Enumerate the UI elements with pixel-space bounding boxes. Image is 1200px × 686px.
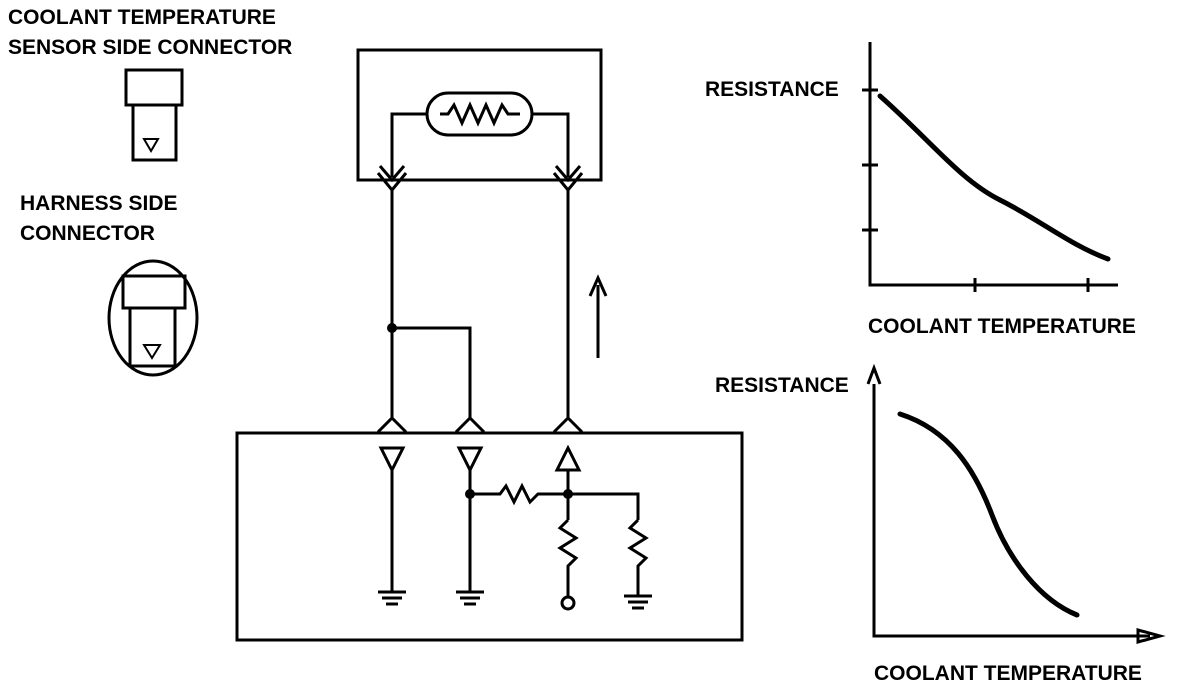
graph-1: RESISTANCE COOLANT TEMPERATURE — [705, 42, 1136, 338]
current-flow-arrow-icon — [588, 274, 608, 358]
graph-2: RESISTANCE COOLANT TEMPERATURE — [715, 363, 1166, 685]
wiring — [387, 190, 570, 420]
sensor-connector-label-line1: COOLANT TEMPERATURE — [8, 6, 276, 29]
sensor-side-connector-icon — [124, 68, 184, 162]
sensor-unit — [356, 48, 603, 193]
resistance-curve-2 — [897, 411, 1080, 618]
graph-2-xlabel: COOLANT TEMPERATURE — [874, 662, 1142, 685]
graph-1-ylabel: RESISTANCE — [705, 78, 839, 101]
ecm-unit — [235, 415, 744, 642]
resistance-curve-1 — [877, 93, 1111, 262]
harness-side-connector-icon — [107, 259, 199, 377]
graph-2-ylabel: RESISTANCE — [715, 374, 849, 397]
harness-connector-label-line1: HARNESS SIDE — [20, 192, 178, 215]
sensor-connector-label-line2: SENSOR SIDE CONNECTOR — [8, 36, 292, 59]
graph-1-xlabel: COOLANT TEMPERATURE — [868, 315, 1136, 338]
harness-connector-label-line2: CONNECTOR — [20, 222, 155, 245]
